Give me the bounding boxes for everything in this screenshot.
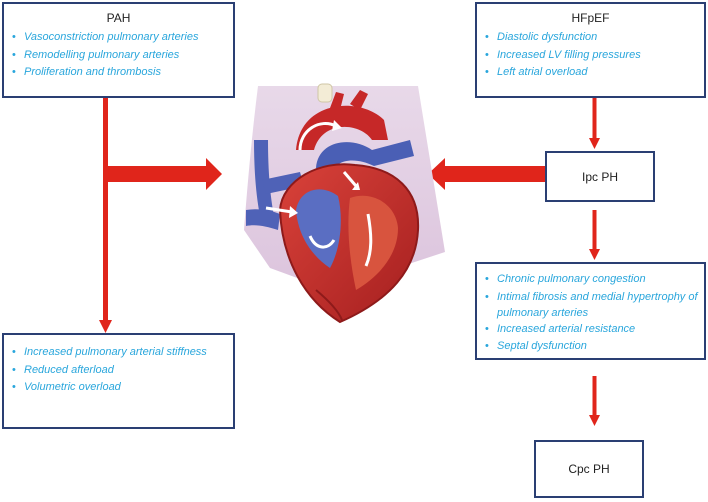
chronic-effects-item: Chronic pulmonary congestion [485, 271, 700, 289]
hfpef-box: HFpEF Diastolic dysfunction Increased LV… [475, 2, 706, 98]
rv-effects-item: Reduced afterload [12, 362, 233, 380]
pah-box: PAH Vasoconstriction pulmonary arteries … [2, 2, 235, 98]
hfpef-list: Diastolic dysfunction Increased LV filli… [477, 29, 704, 82]
pah-title: PAH [106, 11, 131, 25]
hfpef-item: Diastolic dysfunction [485, 29, 704, 47]
cpc-ph-box: Cpc PH [534, 440, 644, 498]
heart-illustration [244, 83, 445, 324]
hfpef-item: Left atrial overload [485, 64, 704, 82]
ipc-ph-label: Ipc PH [581, 169, 618, 184]
pah-list: Vasoconstriction pulmonary arteries Remo… [4, 29, 233, 82]
rv-effects-list: Increased pulmonary arterial stiffness R… [4, 344, 233, 397]
pah-down-arrow [99, 98, 112, 333]
ipc-ph-box: Ipc PH [545, 151, 655, 202]
chronic-effects-item: Increased arterial resistance [485, 321, 700, 339]
chronic-effects-item: Septal dysfunction [485, 338, 700, 356]
ipc-to-chronic-arrow [589, 210, 600, 260]
chronic-effects-item: Intimal fibrosis and medial hypertrophy … [485, 289, 700, 321]
pah-item: Vasoconstriction pulmonary arteries [12, 29, 233, 47]
hfpef-to-ipc-arrow [589, 98, 600, 149]
rv-effects-box: Increased pulmonary arterial stiffness R… [2, 333, 235, 429]
hfpef-item: Increased LV filling pressures [485, 47, 704, 65]
pah-item: Remodelling pulmonary arteries [12, 47, 233, 65]
chronic-effects-list: Chronic pulmonary congestion Intimal fib… [477, 271, 704, 356]
rv-effects-item: Increased pulmonary arterial stiffness [12, 344, 233, 362]
chronic-effects-box: Chronic pulmonary congestion Intimal fib… [475, 262, 706, 360]
pah-to-heart-arrow [105, 158, 222, 190]
rv-effects-item: Volumetric overload [12, 379, 233, 397]
cpc-ph-label: Cpc PH [568, 462, 610, 476]
hfpef-title: HFpEF [571, 11, 610, 25]
ipc-to-heart-arrow [428, 158, 545, 190]
pah-item: Proliferation and thrombosis [12, 64, 233, 82]
chronic-to-cpc-arrow [589, 376, 600, 426]
